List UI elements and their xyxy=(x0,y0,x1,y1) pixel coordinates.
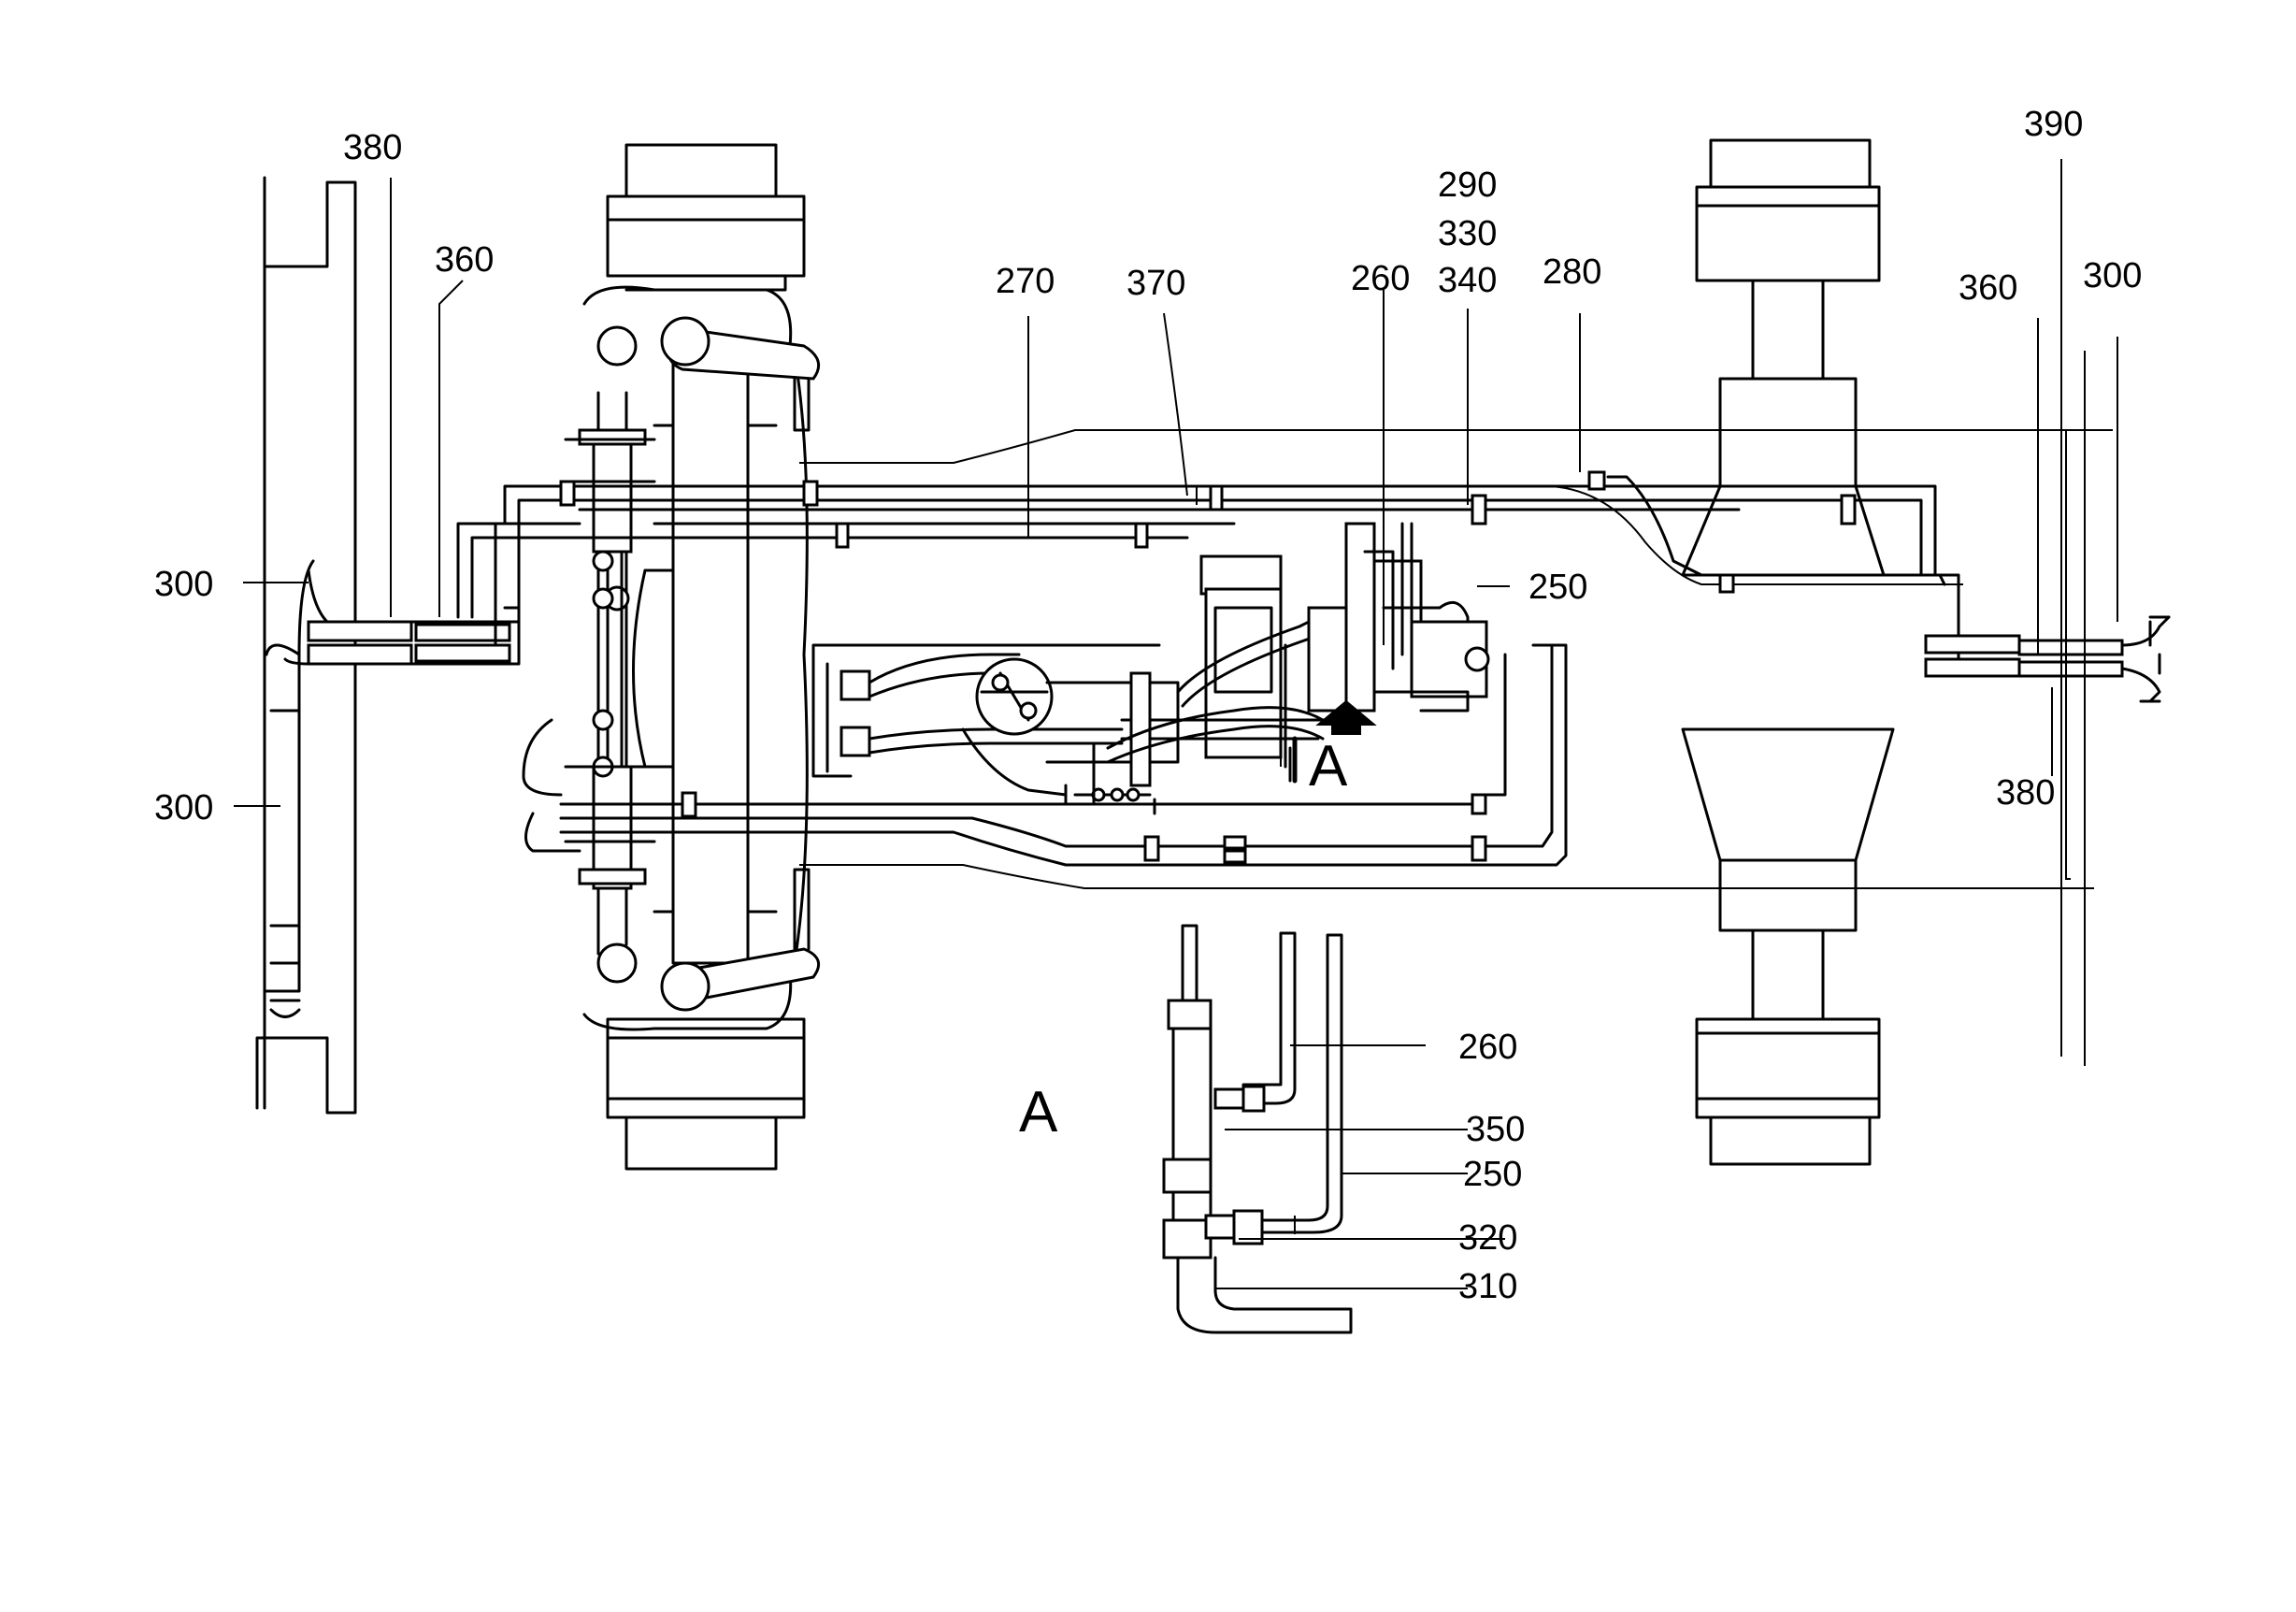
label-260-top: 260 xyxy=(1351,259,1410,298)
label-380-left: 380 xyxy=(343,128,402,167)
label-280: 280 xyxy=(1543,252,1601,292)
label-330: 330 xyxy=(1438,214,1497,253)
label-390: 390 xyxy=(2024,105,2083,144)
right-coupling-assembly xyxy=(1924,430,2171,880)
steering-cylinders xyxy=(522,428,656,890)
label-380-right: 380 xyxy=(1996,773,2055,813)
label-360-right: 360 xyxy=(1959,268,2017,308)
view-markers: A A xyxy=(1019,734,1348,1144)
part-number-labels: 380 360 300 300 270 370 290 330 340 260 … xyxy=(154,105,2142,1306)
label-320: 320 xyxy=(1458,1218,1517,1258)
label-370: 370 xyxy=(1126,264,1185,303)
label-300-left-upper: 300 xyxy=(154,565,213,604)
leader-lines xyxy=(234,159,2118,1289)
label-300-right: 300 xyxy=(2083,256,2142,295)
hose-motor-group xyxy=(811,643,1348,806)
label-310: 310 xyxy=(1458,1267,1517,1306)
label-250-top: 250 xyxy=(1528,568,1587,607)
detail-title-a: A xyxy=(1019,1080,1058,1144)
label-290: 290 xyxy=(1438,166,1497,205)
rear-axle xyxy=(1681,138,1895,1166)
left-frame-rail xyxy=(255,176,357,1115)
label-260-detail: 260 xyxy=(1458,1028,1517,1067)
left-coupling-assembly xyxy=(283,522,521,666)
label-340: 340 xyxy=(1438,261,1497,300)
detail-view-a xyxy=(1162,924,1353,1334)
label-250-detail: 250 xyxy=(1463,1155,1522,1194)
label-270: 270 xyxy=(996,262,1055,301)
label-350: 350 xyxy=(1466,1110,1525,1149)
main-hydraulic-lines xyxy=(456,429,2113,889)
section-marker-a: A xyxy=(1309,734,1348,799)
label-300-left-lower: 300 xyxy=(154,788,213,828)
front-axle xyxy=(582,143,821,1171)
label-360-left: 360 xyxy=(435,240,494,280)
